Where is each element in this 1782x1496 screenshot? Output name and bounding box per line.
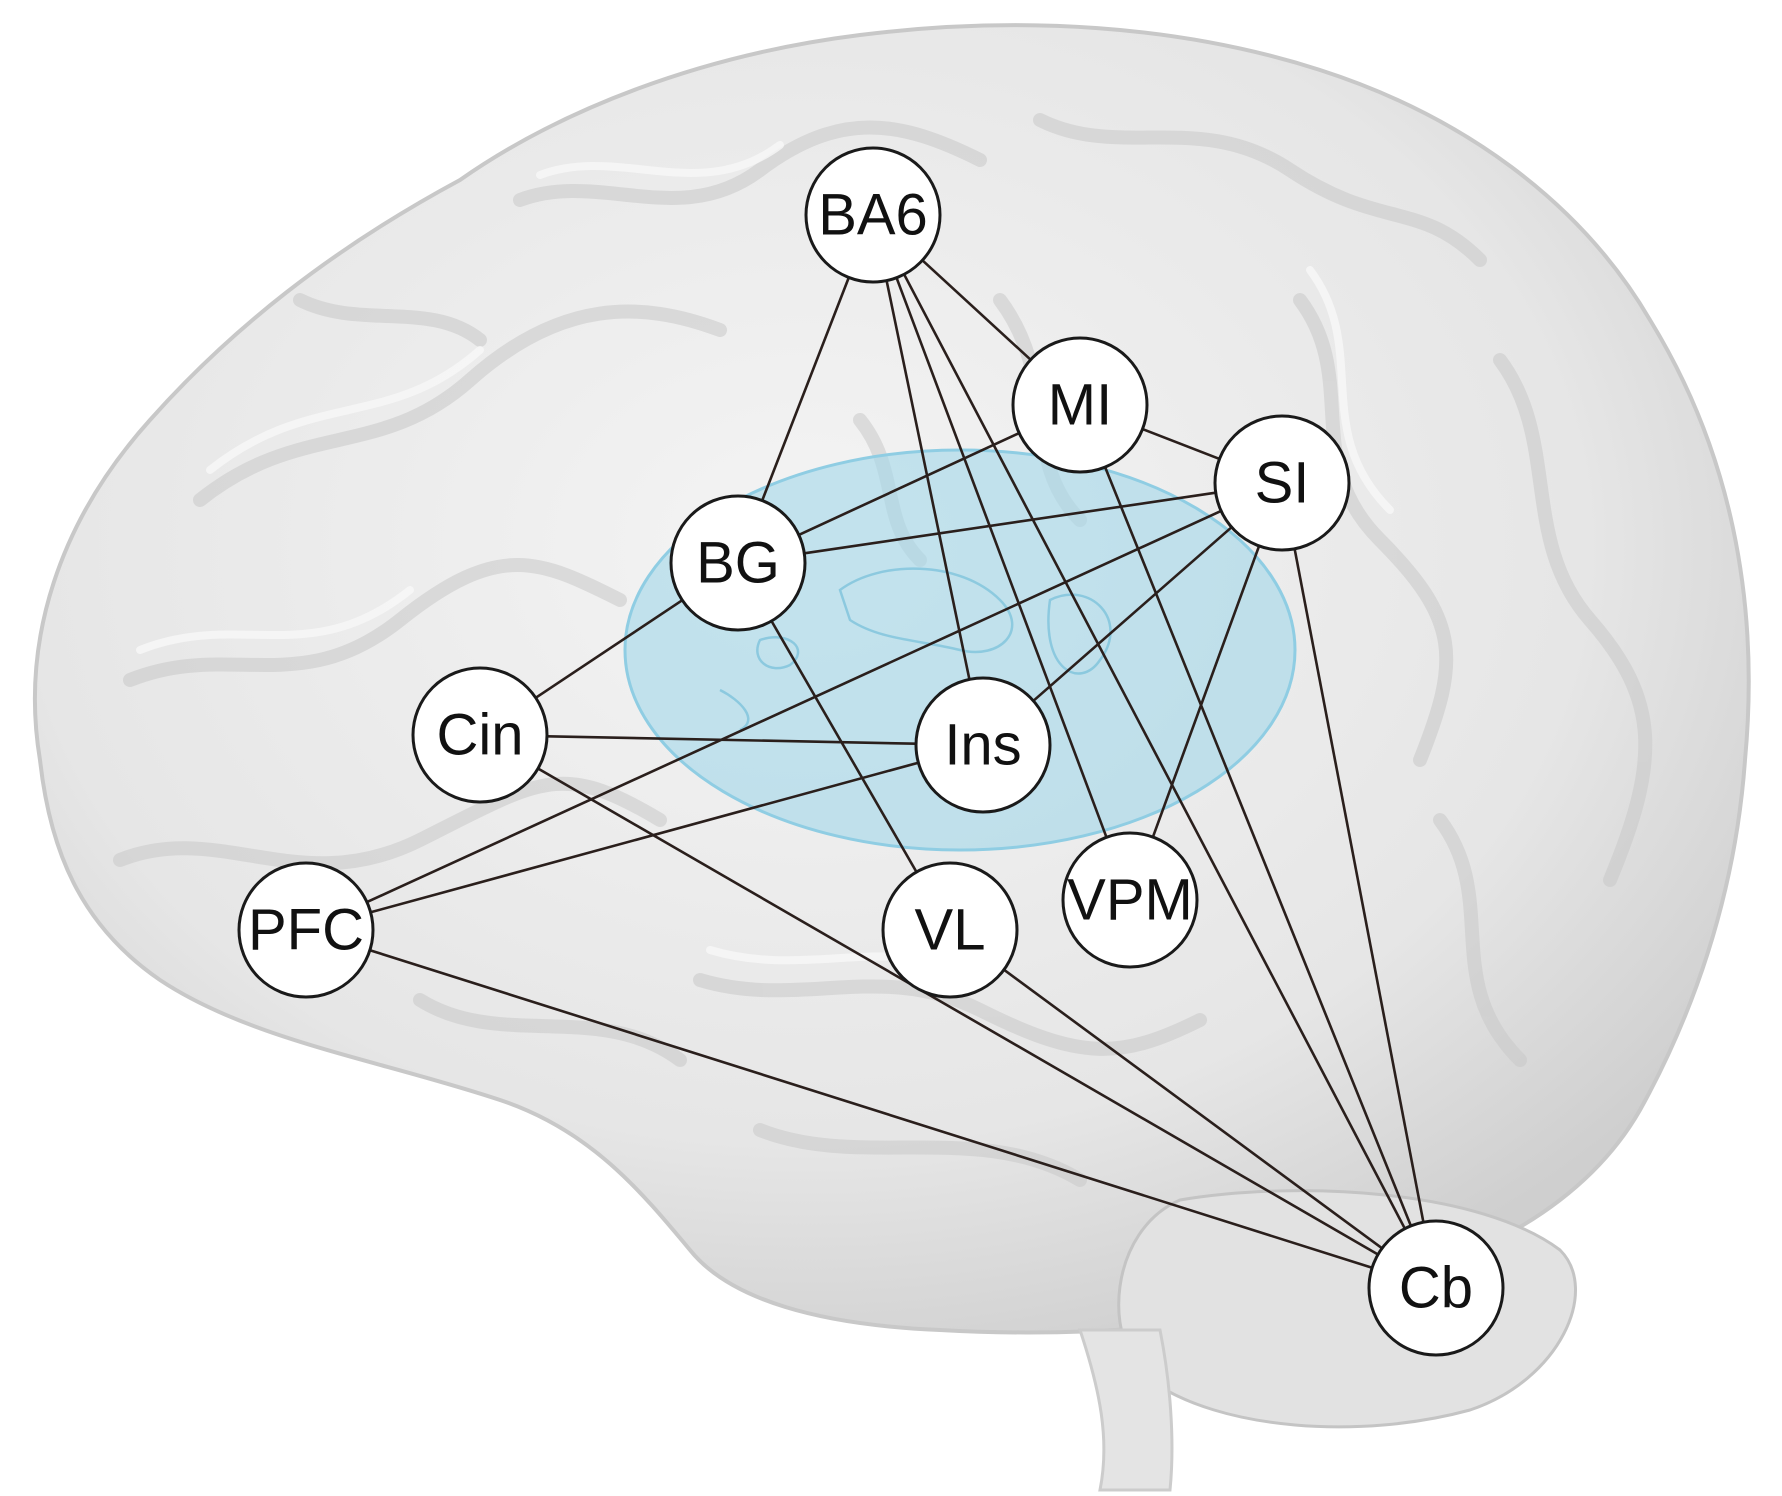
edge-si-cb bbox=[1293, 548, 1425, 1223]
node-bg: BG bbox=[669, 494, 807, 632]
edge-bg-vl bbox=[770, 620, 918, 873]
node-cin: Cin bbox=[411, 666, 549, 804]
edge-mi-bg bbox=[798, 431, 1020, 537]
node-ba6: BA6 bbox=[804, 146, 942, 284]
edge-ba6-vpm bbox=[895, 277, 1108, 838]
nodes-layer: BA6 MI SI BG Cin Ins bbox=[237, 146, 1505, 1357]
edge-si-vpm bbox=[1151, 545, 1261, 838]
edge-pfc-cb bbox=[369, 948, 1373, 1270]
node-vpm: VPM bbox=[1061, 831, 1199, 969]
brain-cerebellum bbox=[1117, 1189, 1577, 1429]
node-si: SI bbox=[1213, 414, 1351, 552]
node-ins: Ins bbox=[914, 676, 1052, 814]
node-vpm-label: VPM bbox=[1067, 868, 1193, 933]
edge-vl-cb bbox=[1003, 968, 1383, 1250]
node-ins-label: Ins bbox=[944, 713, 1021, 778]
edge-ins-pfc bbox=[370, 761, 919, 914]
node-mi-label: MI bbox=[1048, 373, 1112, 438]
node-mi: MI bbox=[1011, 336, 1149, 474]
edge-cin-cb bbox=[537, 767, 1379, 1256]
node-pfc: PFC bbox=[237, 861, 375, 999]
edge-cin-ins bbox=[546, 735, 917, 745]
node-cb: Cb bbox=[1367, 1219, 1505, 1357]
node-cb-label: Cb bbox=[1399, 1256, 1473, 1321]
edge-ba6-ins bbox=[885, 280, 971, 680]
edge-ba6-mi bbox=[921, 259, 1032, 361]
node-cin-label: Cin bbox=[436, 703, 523, 768]
node-ba6-label: BA6 bbox=[818, 183, 928, 248]
node-pfc-label: PFC bbox=[248, 898, 364, 963]
edge-bg-cin bbox=[534, 599, 684, 699]
node-vl: VL bbox=[881, 861, 1019, 999]
node-bg-label: BG bbox=[696, 531, 780, 596]
edge-si-pfc bbox=[366, 509, 1222, 904]
node-vl-label: VL bbox=[915, 898, 986, 963]
edge-si-ins bbox=[1032, 526, 1233, 702]
edge-ba6-bg bbox=[760, 277, 851, 501]
edge-mi-si bbox=[1142, 427, 1220, 461]
brain-illustration bbox=[33, 23, 1751, 1492]
edge-si-bg bbox=[804, 491, 1216, 555]
node-si-label: SI bbox=[1255, 451, 1310, 516]
edges-layer bbox=[366, 259, 1425, 1270]
edge-ba6-cb bbox=[902, 273, 1407, 1230]
brain-stem bbox=[1077, 1328, 1174, 1492]
